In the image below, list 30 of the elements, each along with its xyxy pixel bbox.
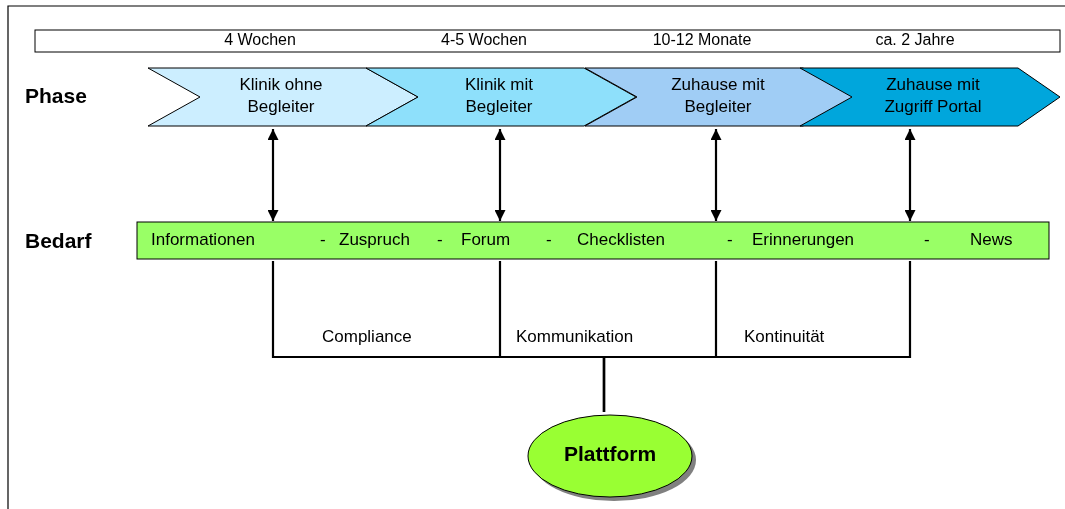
platform-text: Plattform (562, 442, 658, 466)
arrow (710, 129, 722, 221)
category-label: Kommunikation (516, 327, 634, 347)
need-text: Erinnerungen (752, 230, 855, 250)
phase-text: Klinik ohne Begleiter (238, 74, 324, 118)
duration-text: 10-12 Monate (651, 31, 753, 49)
row-label: Phase (25, 84, 87, 108)
separator-text: - (924, 230, 930, 250)
arrow (494, 129, 506, 221)
duration-text: ca. 2 Jahre (874, 31, 956, 49)
category-label: Compliance (322, 327, 412, 347)
separator-text: - (437, 230, 443, 250)
need-text: News (970, 230, 1013, 250)
separator-text: - (727, 230, 733, 250)
need-text: Informationen (151, 230, 255, 250)
row-label: Bedarf (25, 229, 92, 253)
arrow (904, 129, 916, 221)
separator-text: - (320, 230, 326, 250)
phase-text: Zuhause mit Begleiter (670, 74, 766, 118)
duration-text: 4-5 Wochen (440, 31, 528, 49)
phase-text: Klinik mit Begleiter (464, 74, 534, 118)
duration-text: 4 Wochen (223, 31, 297, 49)
need-text: Forum (461, 230, 511, 250)
need-text: Zuspruch (339, 230, 410, 250)
need-text: Checklisten (577, 230, 665, 250)
arrow (267, 129, 279, 221)
category-label: Kontinuität (744, 327, 825, 347)
connector-line (602, 261, 912, 412)
phase-text: Zuhause mit Zugriff Portal (883, 74, 983, 118)
separator-text: - (546, 230, 552, 250)
